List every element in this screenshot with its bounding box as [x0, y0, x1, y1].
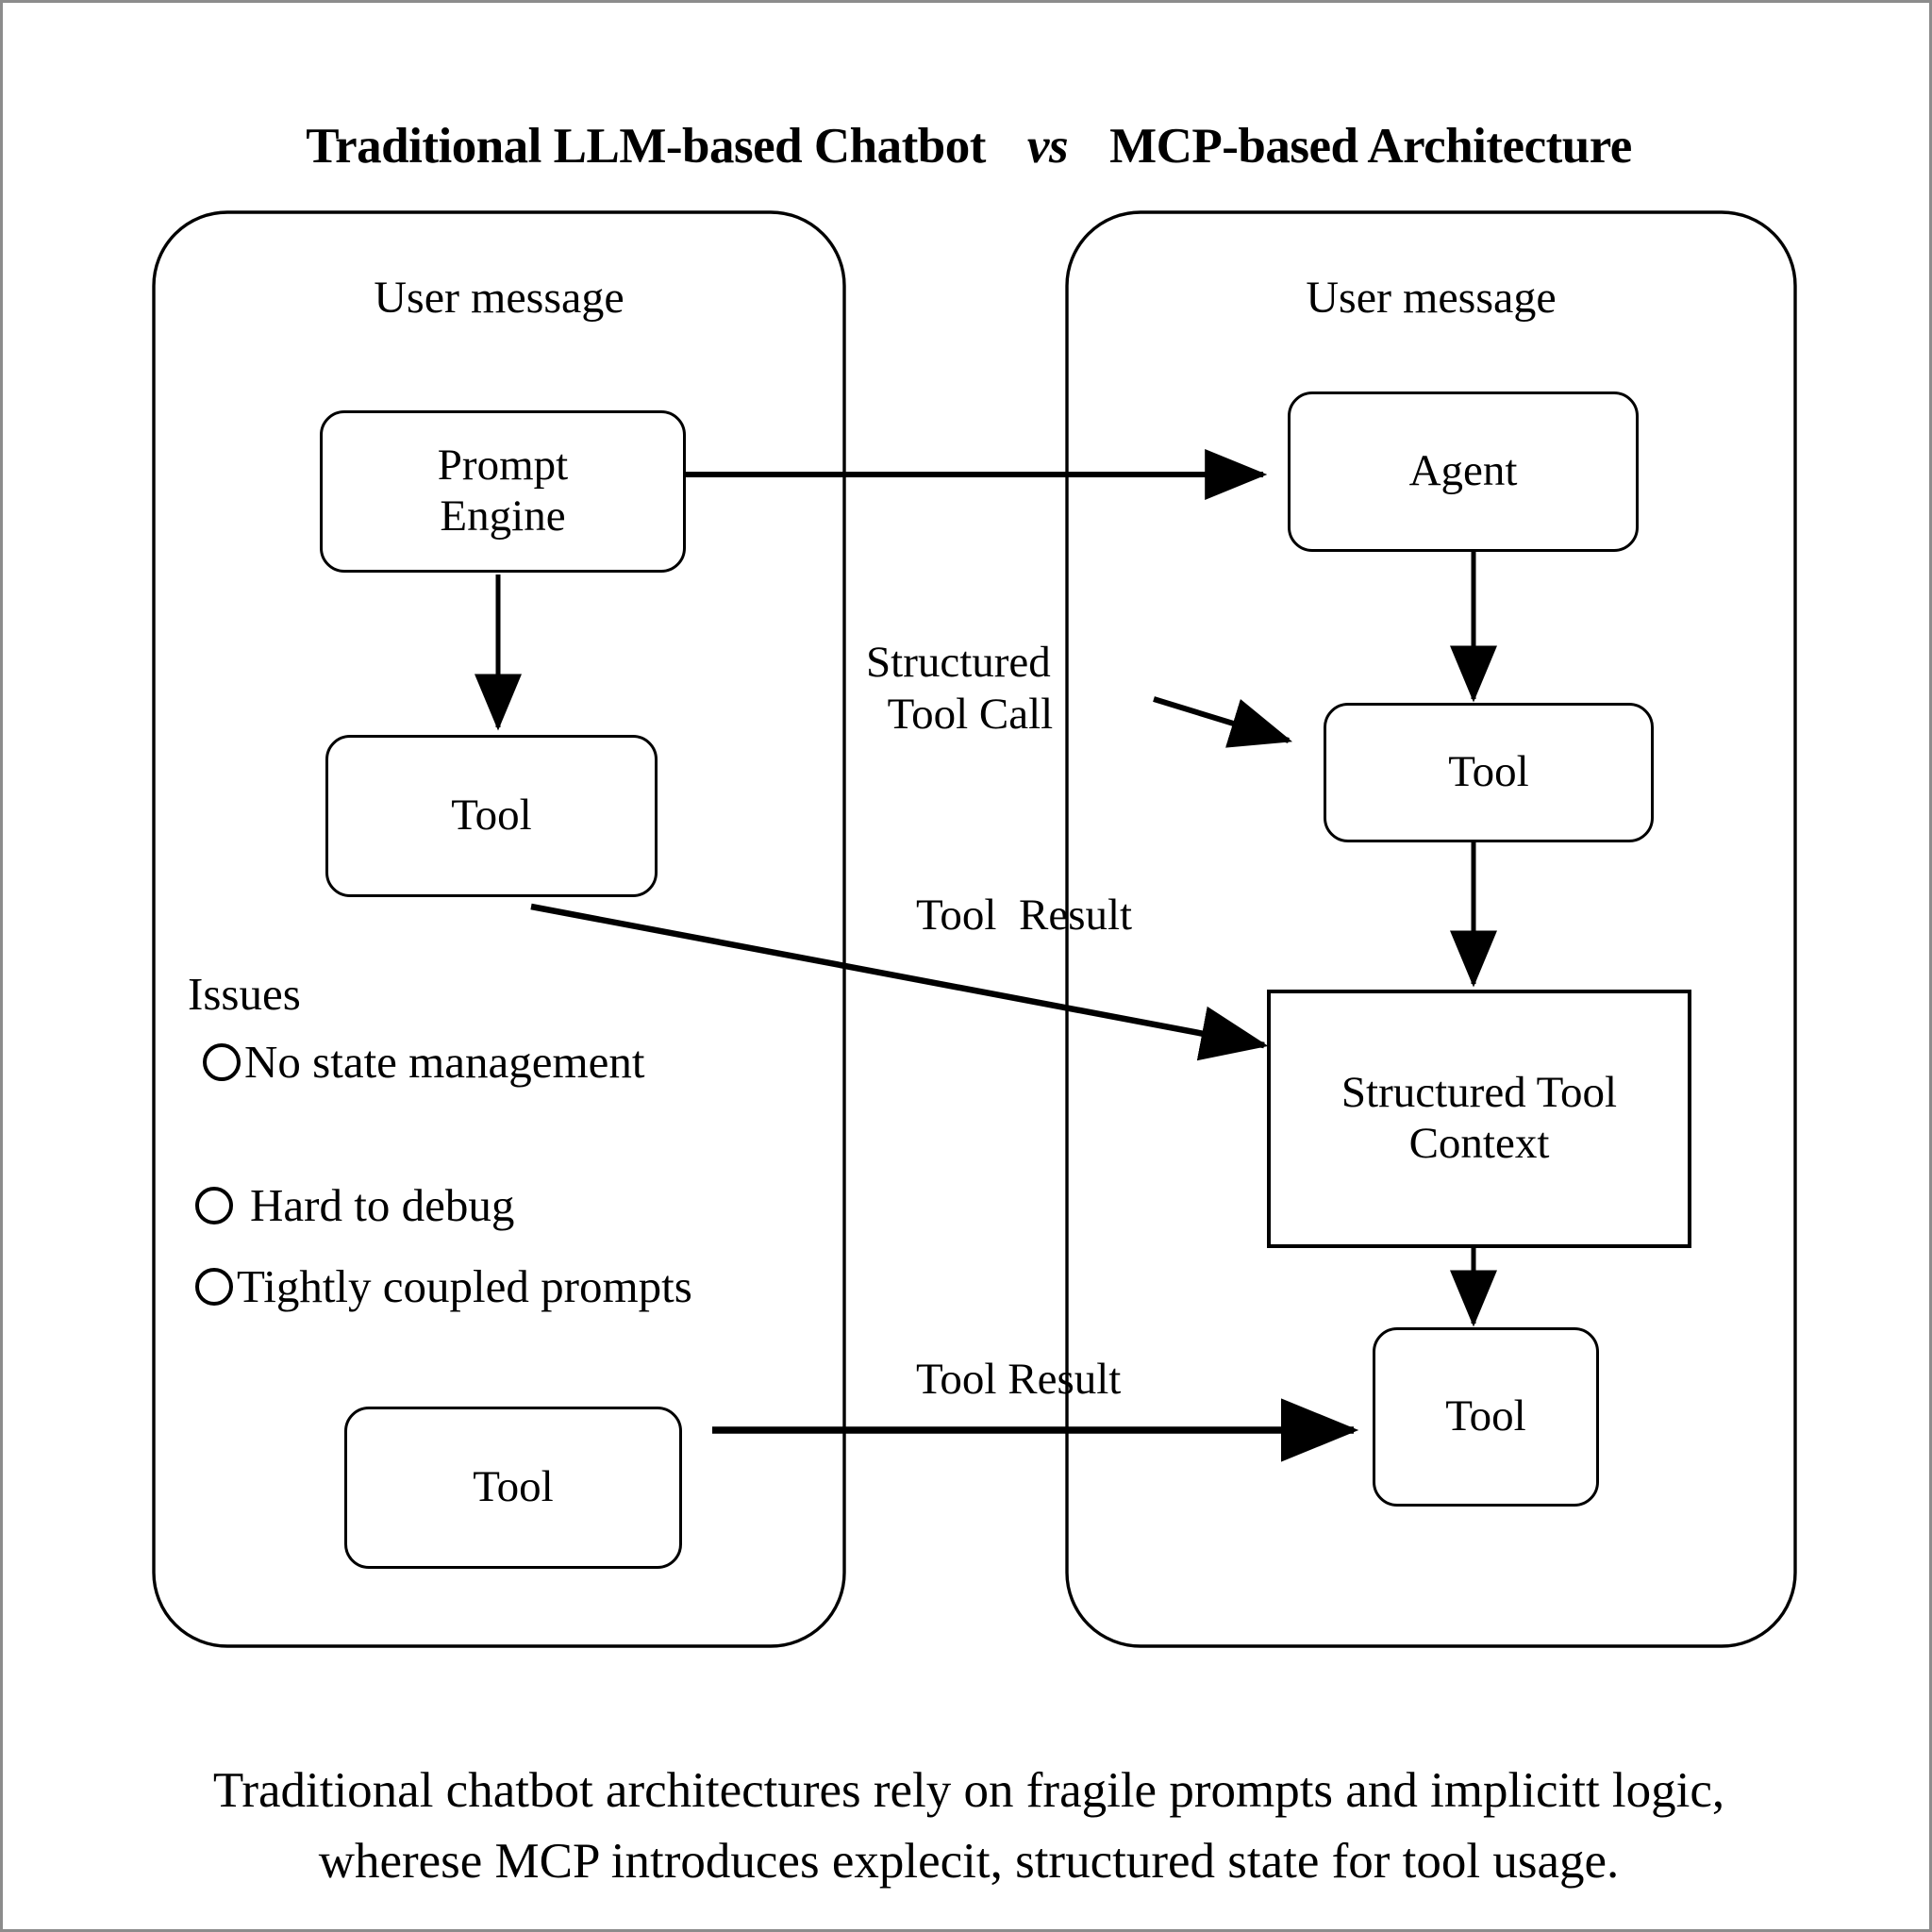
- issues-heading: Issues: [188, 968, 301, 1020]
- figure-caption: Traditional chatbot architectures rely o…: [59, 1756, 1878, 1898]
- figure-caption-line1: Traditional chatbot architectures rely o…: [212, 1763, 1725, 1818]
- node-tool-left-mid-label: Tool: [451, 791, 532, 841]
- edge-label-tool-result-bottom: Tool Result: [916, 1355, 1122, 1404]
- node-tool-right-lower-label: Tool: [1445, 1391, 1526, 1441]
- node-tool-left-mid[interactable]: Tool: [325, 735, 658, 897]
- node-agent-label: Agent: [1408, 446, 1518, 496]
- title-left: Traditional LLM-based Chatbot: [306, 119, 986, 174]
- issue-label: No state management: [244, 1036, 645, 1088]
- title-right: MCP-based Architecture: [1109, 119, 1632, 174]
- diagram-vector-layer: [152, 210, 1797, 1648]
- right-panel-container: [1065, 210, 1797, 1648]
- diagram-title-row: Traditional LLM-based Chatbot vs MCP-based…: [3, 118, 1929, 175]
- issue-bullet-icon: [195, 1267, 233, 1306]
- node-structured-tool-context[interactable]: Structured Tool Context: [1267, 990, 1691, 1248]
- node-tool-right-upper[interactable]: Tool: [1324, 703, 1654, 842]
- issue-item-tightly-coupled-prompts: Tightly coupled prompts: [195, 1259, 692, 1313]
- left-panel-container: [152, 210, 846, 1648]
- edge-label-structured-tool-call: Structured Tool Call: [866, 638, 1054, 739]
- right-panel-user-message-label: User message: [1306, 273, 1557, 323]
- title-vs: vs: [1026, 119, 1069, 174]
- node-prompt-engine[interactable]: Prompt Engine: [320, 410, 686, 573]
- figure-caption-line2: wherese MCP introduces explecit, structu…: [318, 1834, 1620, 1890]
- arrow-structured-tool-call-to-tool: [1153, 696, 1293, 748]
- node-tool-left-bottom-label: Tool: [473, 1462, 554, 1512]
- node-tool-right-lower[interactable]: Tool: [1373, 1327, 1599, 1507]
- issue-bullet-icon: [203, 1042, 241, 1081]
- issue-label: Tightly coupled prompts: [237, 1260, 692, 1312]
- node-prompt-engine-label: Prompt Engine: [437, 441, 569, 541]
- issue-bullet-icon: [195, 1186, 233, 1224]
- node-tool-right-upper-label: Tool: [1448, 747, 1529, 797]
- issue-label: Hard to debug: [250, 1179, 515, 1231]
- arrow-left-tool-to-structured-tool-context: [530, 903, 1269, 1061]
- left-panel-user-message-label: User message: [374, 273, 625, 323]
- node-tool-left-bottom[interactable]: Tool: [344, 1407, 682, 1569]
- edge-label-tool-result-mid: Tool Result: [916, 891, 1133, 940]
- node-structured-tool-context-label: Structured Tool Context: [1341, 1068, 1618, 1168]
- issue-item-no-state-management: No state management: [203, 1035, 645, 1089]
- node-agent[interactable]: Agent: [1288, 391, 1639, 552]
- issue-item-hard-to-debug: Hard to debug: [195, 1178, 514, 1232]
